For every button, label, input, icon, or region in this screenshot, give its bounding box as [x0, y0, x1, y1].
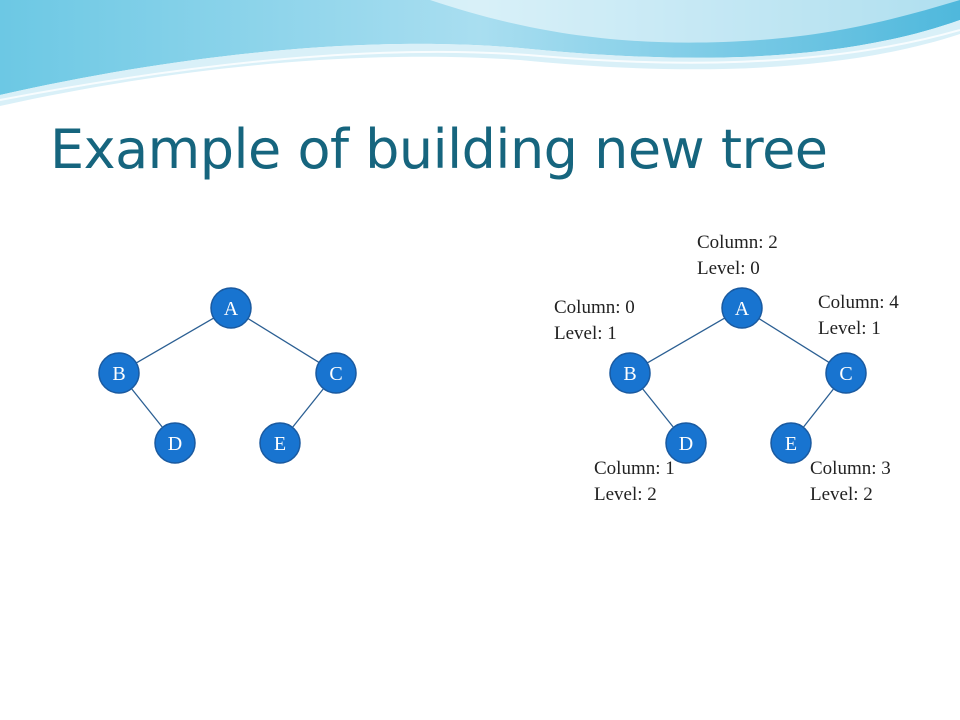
tree-0-node-b-circle: [98, 352, 140, 394]
tree-1-node-b: B: [609, 352, 651, 394]
tree-1-node-a-circle: [721, 287, 763, 329]
tree-0-node-e-circle: [259, 422, 301, 464]
tree-left: A B C D E: [98, 287, 357, 464]
annotation-a-level: Level: 0: [697, 258, 760, 279]
tree-1-node-b-circle: [609, 352, 651, 394]
annotation-node-a: Column: 2 Level: 0: [697, 230, 778, 282]
annotation-c-level: Level: 1: [818, 318, 881, 339]
annotation-d-level: Level: 2: [594, 484, 657, 505]
tree-0-node-e: E: [259, 422, 301, 464]
tree-1-edge-a-b: [646, 317, 726, 364]
tree-1-node-a-label: A: [735, 298, 750, 320]
tree-0-node-c-circle: [315, 352, 357, 394]
tree-0-node-d-label: D: [168, 433, 182, 455]
annotation-node-e: Column: 3 Level: 2: [810, 456, 891, 508]
tree-1-node-e-label: E: [785, 433, 797, 455]
annotation-e-level: Level: 2: [810, 484, 873, 505]
annotation-d-column: Column: 1: [594, 458, 675, 479]
tree-1-node-c: C: [825, 352, 867, 394]
tree-1-node-a: A: [721, 287, 763, 329]
tree-0-node-e-label: E: [274, 433, 286, 455]
tree-1-node-d-circle: [665, 422, 707, 464]
slide-title: Example of building new tree: [50, 118, 828, 181]
tree-0-node-b: B: [98, 352, 140, 394]
tree-1-node-d: D: [665, 422, 707, 464]
tree-1-node-e-circle: [770, 422, 812, 464]
tree-0-node-a: A: [210, 287, 252, 329]
header-wave-decoration: [0, 0, 960, 106]
tree-1-edge-c-e: [802, 388, 835, 428]
annotation-e-column: Column: 3: [810, 458, 891, 479]
tree-0-edge-a-b: [135, 317, 215, 364]
tree-0-edge-a-c: [247, 317, 320, 364]
tree-1-node-d-label: D: [679, 433, 693, 455]
tree-1-node-c-circle: [825, 352, 867, 394]
tree-0-node-d-circle: [154, 422, 196, 464]
annotation-node-b: Column: 0 Level: 1: [554, 295, 635, 347]
tree-0-node-b-label: B: [112, 363, 125, 385]
annotation-node-d: Column: 1 Level: 2: [594, 456, 675, 508]
tree-0-node-c-label: C: [329, 363, 342, 385]
annotation-c-column: Column: 4: [818, 292, 899, 313]
tree-1-edge-b-d: [641, 388, 675, 428]
annotation-node-c: Column: 4 Level: 1: [818, 290, 899, 342]
tree-0-node-a-circle: [210, 287, 252, 329]
tree-0-node-c: C: [315, 352, 357, 394]
tree-1-edge-a-c: [758, 318, 830, 363]
tree-right: A B C D E: [609, 287, 867, 464]
tree-1-node-c-label: C: [839, 363, 852, 385]
tree-1-node-e: E: [770, 422, 812, 464]
annotation-b-column: Column: 0: [554, 297, 635, 318]
tree-1-node-b-label: B: [623, 363, 636, 385]
annotation-b-level: Level: 1: [554, 323, 617, 344]
tree-0-node-d: D: [154, 422, 196, 464]
tree-0-node-a-label: A: [224, 298, 239, 320]
tree-0-edge-c-e: [291, 388, 325, 428]
tree-0-edge-b-d: [130, 388, 164, 428]
annotation-a-column: Column: 2: [697, 232, 778, 253]
